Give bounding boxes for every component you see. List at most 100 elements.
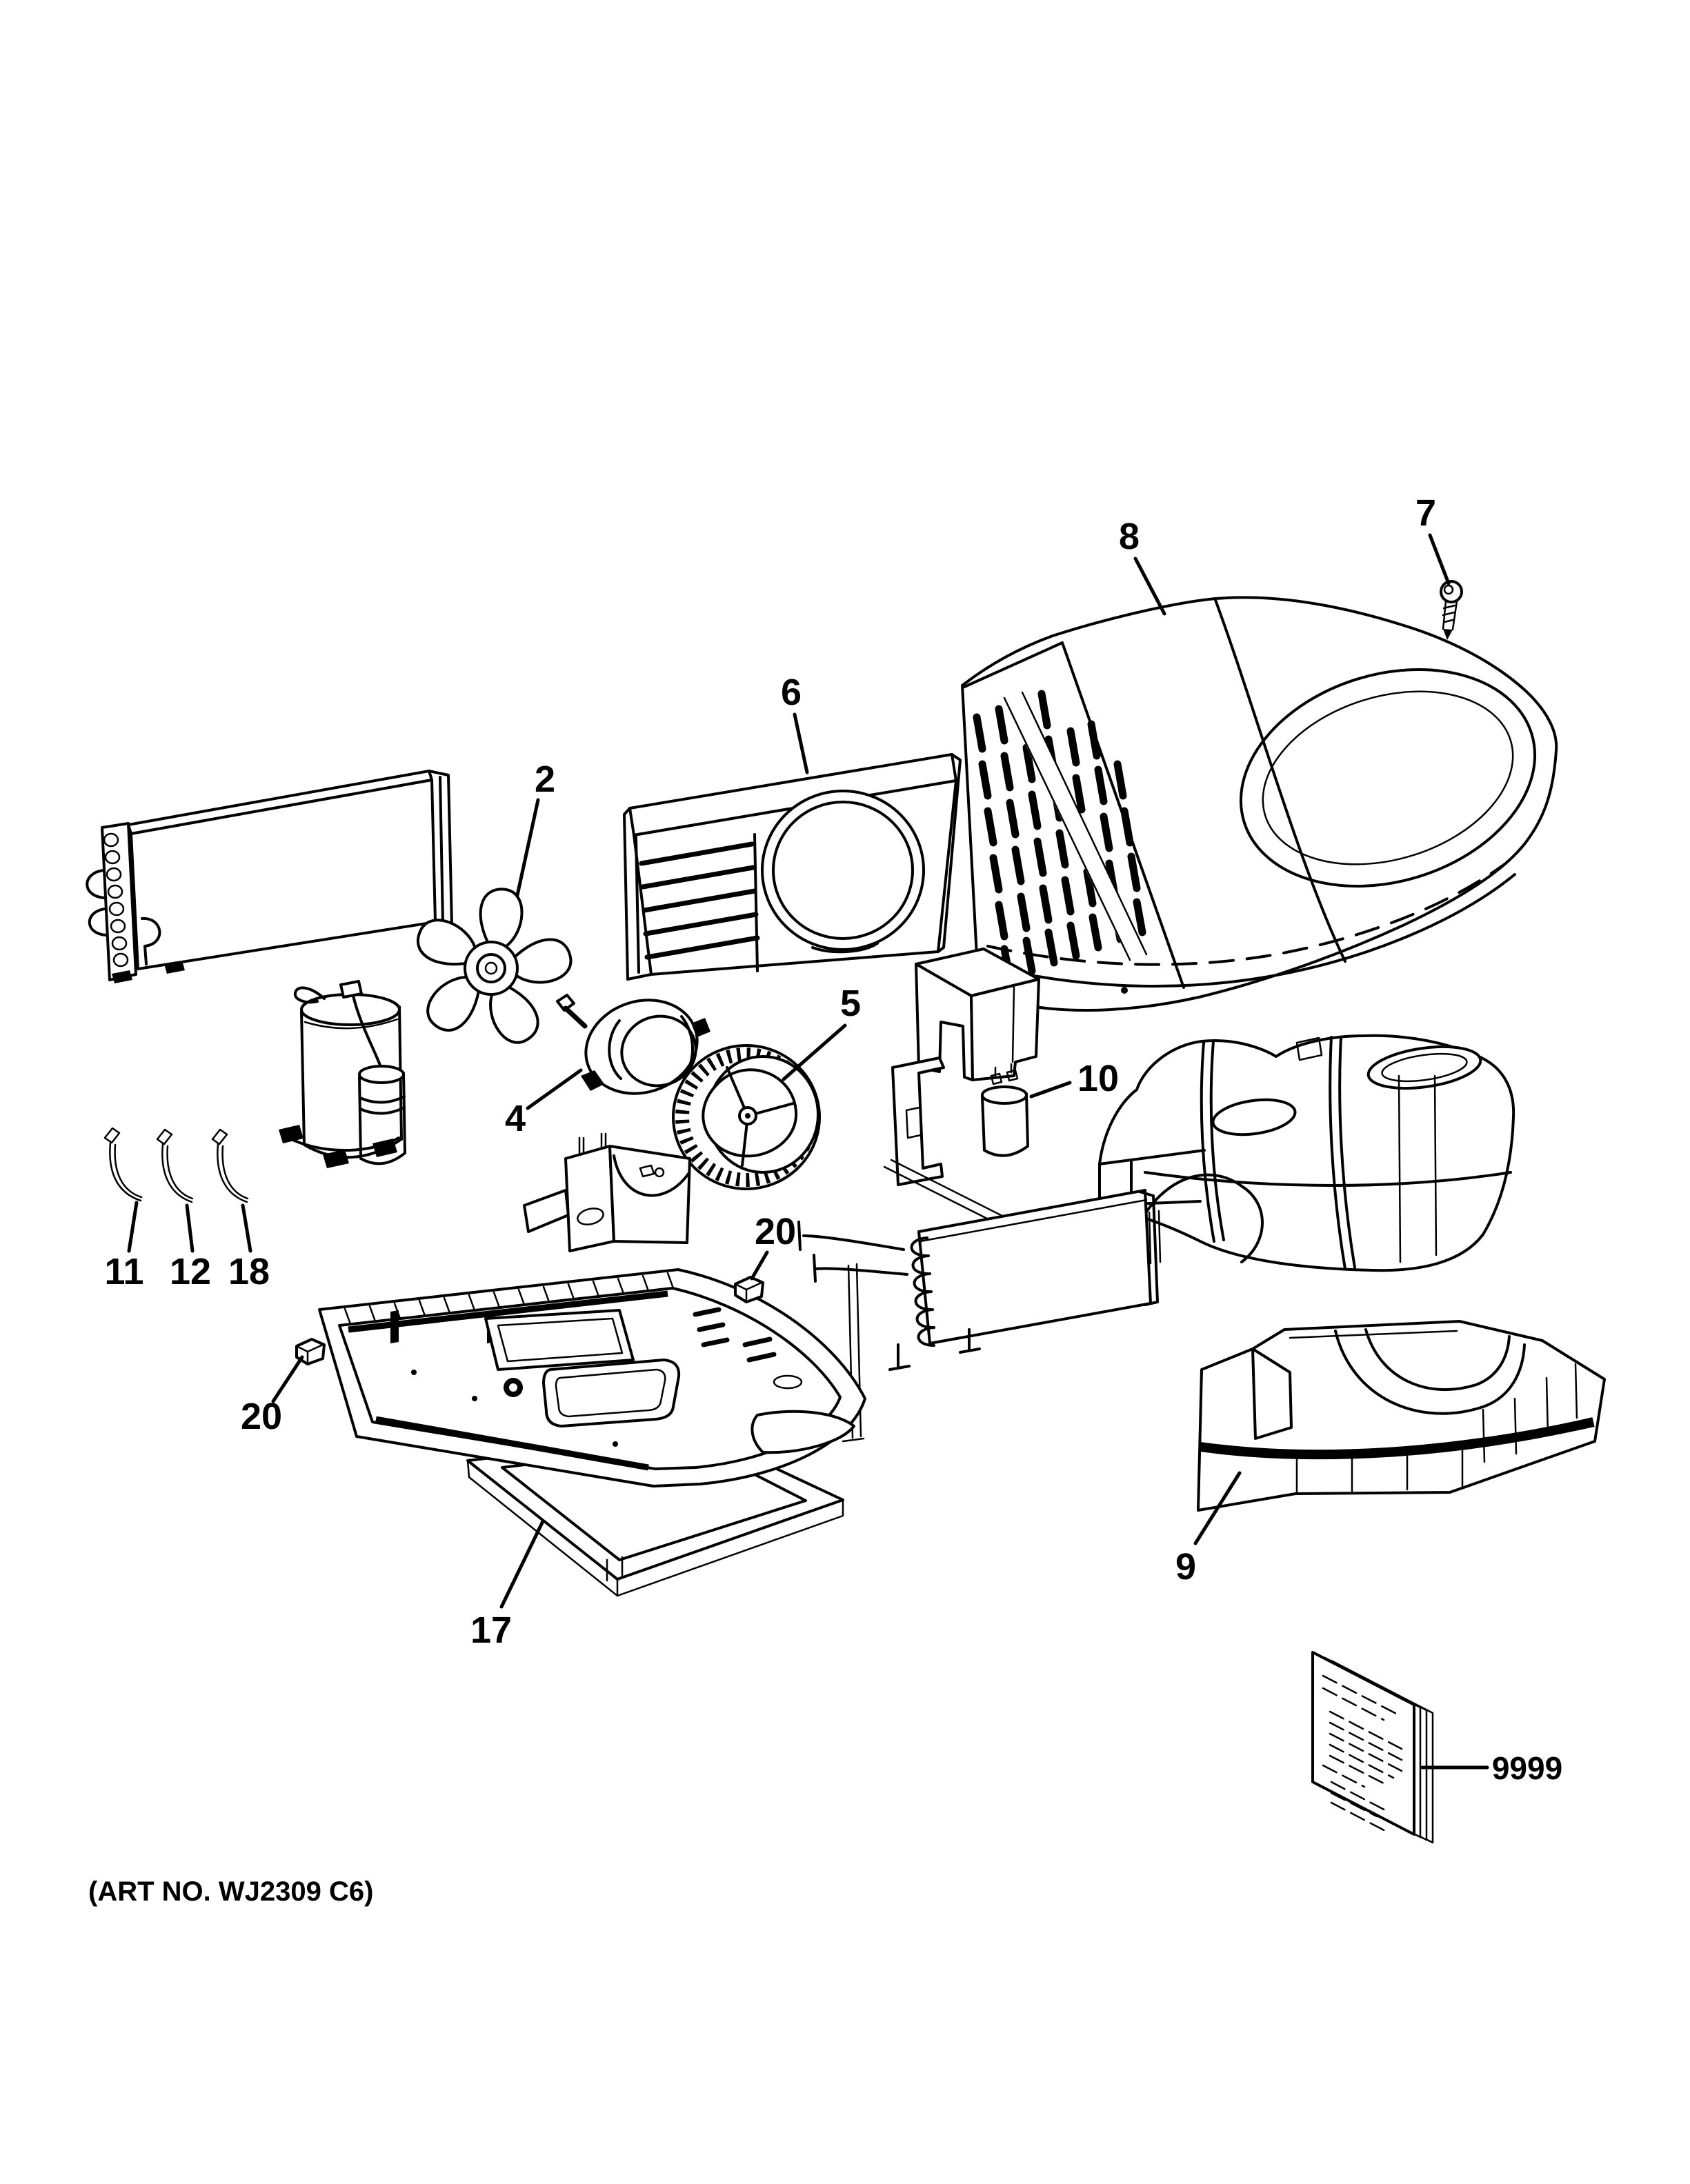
wire-terminal	[156, 1128, 173, 1145]
callout-label: 10	[1077, 1058, 1119, 1099]
owners-manual	[1311, 1651, 1434, 1844]
foam-ribs	[1398, 1074, 1438, 1263]
manual-cover-text-lines	[1322, 1674, 1403, 1834]
callout-label: 12	[170, 1251, 211, 1292]
compressor-top	[300, 993, 401, 1026]
box-side-line	[1011, 986, 1015, 1063]
callout-label: 8	[1119, 516, 1140, 557]
pan-dot-1	[411, 1370, 417, 1375]
compressor-rim	[304, 1018, 399, 1030]
callout-label: 6	[781, 672, 802, 713]
evap-tubes	[797, 1221, 908, 1283]
compressor-base	[287, 1136, 400, 1152]
foam-straps	[1200, 1036, 1356, 1270]
callout-11: 11	[104, 1201, 144, 1292]
coil-feet	[112, 961, 185, 983]
bracket-strip	[891, 1056, 945, 1186]
foam-scroll-curve	[1144, 1173, 1264, 1263]
wire-probe-b	[156, 1128, 194, 1203]
evap-right-channel	[1138, 1190, 1159, 1306]
wire-curve	[217, 1143, 249, 1203]
tray-shadow-band	[1200, 1417, 1595, 1460]
callout-label: 4	[505, 1098, 526, 1139]
pan-dot-2	[472, 1396, 477, 1401]
gasket-depth	[466, 1459, 844, 1597]
compressor-top-tube	[293, 986, 383, 1070]
coil-face	[130, 779, 437, 970]
bracket-left-arm	[523, 1189, 570, 1233]
outer-shroud-cover	[961, 596, 1558, 1012]
base-pan	[318, 1268, 866, 1487]
leader-line	[793, 712, 809, 774]
foam-housing-outline	[1098, 1034, 1515, 1272]
callout-20-right: 20	[750, 1211, 796, 1281]
callout-label: 20	[241, 1396, 282, 1437]
callout-20-left: 20	[241, 1355, 304, 1437]
wire-terminal	[103, 1127, 121, 1144]
shroud-screw	[1440, 580, 1463, 640]
bracket-studs	[578, 1132, 607, 1154]
motor-mount-tab-left	[581, 1070, 604, 1091]
manual-cover	[1311, 1651, 1415, 1836]
tray-front-lines	[1295, 1447, 1464, 1494]
callouts: 2 4 5 6 7 8 9 10	[104, 492, 1562, 1786]
panel-fan-opening-inner	[772, 801, 914, 940]
callout-18: 18	[228, 1203, 270, 1292]
pan-right-curve-piece	[750, 1410, 855, 1454]
wire-curve	[161, 1143, 194, 1203]
capacitor-terminals	[990, 1063, 1019, 1085]
motor-mount-tab-right	[691, 1018, 710, 1037]
capacitor-top	[981, 1085, 1028, 1105]
leader-line	[515, 798, 540, 897]
condenser-fan-blade	[416, 888, 573, 1044]
compressor	[279, 980, 406, 1168]
accumulator	[358, 1072, 406, 1165]
bracket-slot	[577, 1208, 604, 1225]
callout-12: 12	[170, 1203, 211, 1292]
panel-fan-opening	[761, 790, 925, 951]
screw-head-detail	[1443, 584, 1454, 595]
leader-line	[782, 1023, 847, 1081]
motor-shaft	[556, 994, 575, 1012]
foam-oval-left	[1211, 1098, 1297, 1136]
bracket-saddle-curve	[613, 1154, 690, 1197]
panel-divider	[753, 833, 759, 972]
leader-line	[241, 1203, 252, 1253]
callout-label: 7	[1415, 492, 1436, 534]
bracket-hardware	[639, 1164, 665, 1178]
coil-fin-pack	[101, 822, 137, 981]
callout-label: 18	[228, 1251, 270, 1292]
capacitor-body	[981, 1092, 1029, 1157]
callout-label: 11	[104, 1251, 143, 1292]
pan-opening-inner	[555, 1368, 666, 1418]
screw-tip	[1443, 629, 1453, 640]
tray-outline	[1197, 1320, 1606, 1512]
shroud-top-ridge-inner	[1262, 690, 1514, 865]
callout-label: 20	[755, 1211, 796, 1252]
evap-face	[917, 1189, 1152, 1345]
pan-rim-hatch	[344, 1272, 675, 1325]
box-side	[970, 978, 1040, 1081]
leader-line	[127, 1201, 139, 1253]
foam-legs	[1148, 1210, 1162, 1265]
pan-rim-shadow	[348, 1290, 668, 1471]
capacitor	[981, 1063, 1029, 1157]
wire-probe-a	[103, 1127, 143, 1202]
shroud-skirt-dash	[986, 863, 1505, 966]
shroud-top-ridge	[1239, 668, 1537, 888]
foam-oval-right	[1366, 1045, 1482, 1090]
evaporator-coil	[797, 1189, 1159, 1443]
callout-label: 17	[470, 1610, 512, 1651]
wire-terminal	[211, 1128, 228, 1145]
shroud-center-seam	[1214, 599, 1346, 963]
pan-drain-hole	[509, 1383, 517, 1392]
evap-top-inner	[919, 1199, 1148, 1243]
clip-detail	[734, 1281, 763, 1303]
panel-louvers	[639, 841, 760, 960]
callout-7: 7	[1415, 492, 1451, 585]
panel-right-edge	[937, 753, 962, 953]
pan-oval-hole	[773, 1374, 803, 1390]
panel-left-rail	[623, 807, 653, 981]
shroud-skirt	[982, 873, 1516, 988]
wire-probe-c	[211, 1128, 249, 1203]
